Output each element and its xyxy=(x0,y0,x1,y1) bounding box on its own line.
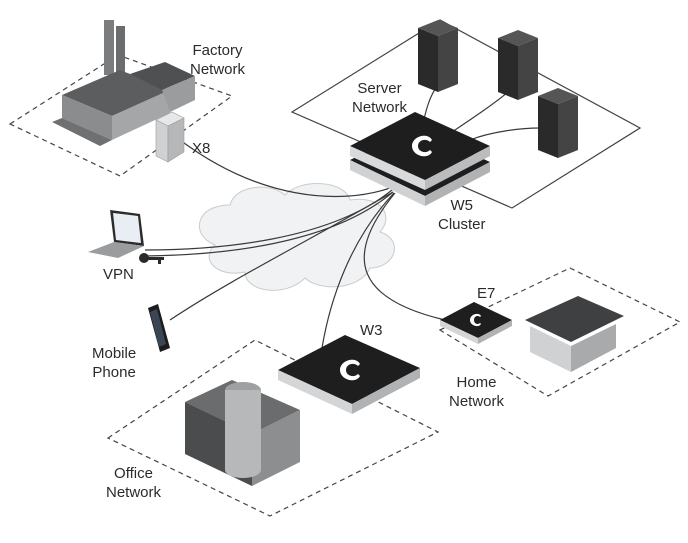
internet-cloud xyxy=(198,183,395,291)
factory-label-line1: Factory xyxy=(192,42,243,59)
office-label-line2: Network xyxy=(106,484,162,501)
mobile-phone-icon xyxy=(148,304,170,352)
server-label-line2: Network xyxy=(352,99,408,116)
server-rack-icon xyxy=(538,88,578,158)
factory-network-zone xyxy=(8,54,234,177)
e7-device-icon xyxy=(440,302,512,344)
home-label-line1: Home xyxy=(456,374,497,391)
office-label-line1: Office xyxy=(114,465,153,482)
mobile-label-line2: Phone xyxy=(92,364,136,381)
factory-building-icon xyxy=(52,20,195,146)
server-label-line1: Server xyxy=(357,80,402,97)
e7-label: E7 xyxy=(477,285,496,302)
server-rack-icon xyxy=(498,30,538,100)
link-w3 xyxy=(321,192,395,349)
link-vpn-2 xyxy=(144,191,394,257)
w5-label-line2: Cluster xyxy=(438,216,486,233)
x8-device-icon xyxy=(155,111,185,163)
house-icon xyxy=(525,296,624,372)
home-label-line2: Network xyxy=(449,393,505,410)
factory-network-label: Factory Network xyxy=(190,41,245,79)
w5-label-line1: W5 xyxy=(450,197,474,214)
server-network-label: Server Network xyxy=(352,79,407,117)
x8-label: X8 xyxy=(192,140,211,157)
w3-device-icon xyxy=(278,335,420,414)
vpn-label: VPN xyxy=(103,266,134,283)
mobile-phone-label: Mobile Phone xyxy=(92,344,136,382)
laptop-icon xyxy=(88,210,144,258)
w5-cluster-label: W5 Cluster xyxy=(438,196,486,234)
office-network-label: Office Network xyxy=(106,464,161,502)
link-e7 xyxy=(363,192,446,321)
key-icon xyxy=(139,253,164,264)
home-network-zone xyxy=(438,267,682,397)
link-server-3 xyxy=(469,127,541,141)
factory-label-line2: Network xyxy=(190,61,246,78)
link-x8 xyxy=(179,139,391,198)
w5-cluster-icon xyxy=(350,112,490,206)
home-network-label: Home Network xyxy=(449,373,504,411)
office-network-zone xyxy=(106,339,440,517)
server-rack-icon xyxy=(418,20,458,92)
link-mobile xyxy=(169,191,394,321)
office-building-icon xyxy=(185,380,300,486)
mobile-label-line1: Mobile xyxy=(92,345,137,362)
w3-label: W3 xyxy=(360,322,383,339)
